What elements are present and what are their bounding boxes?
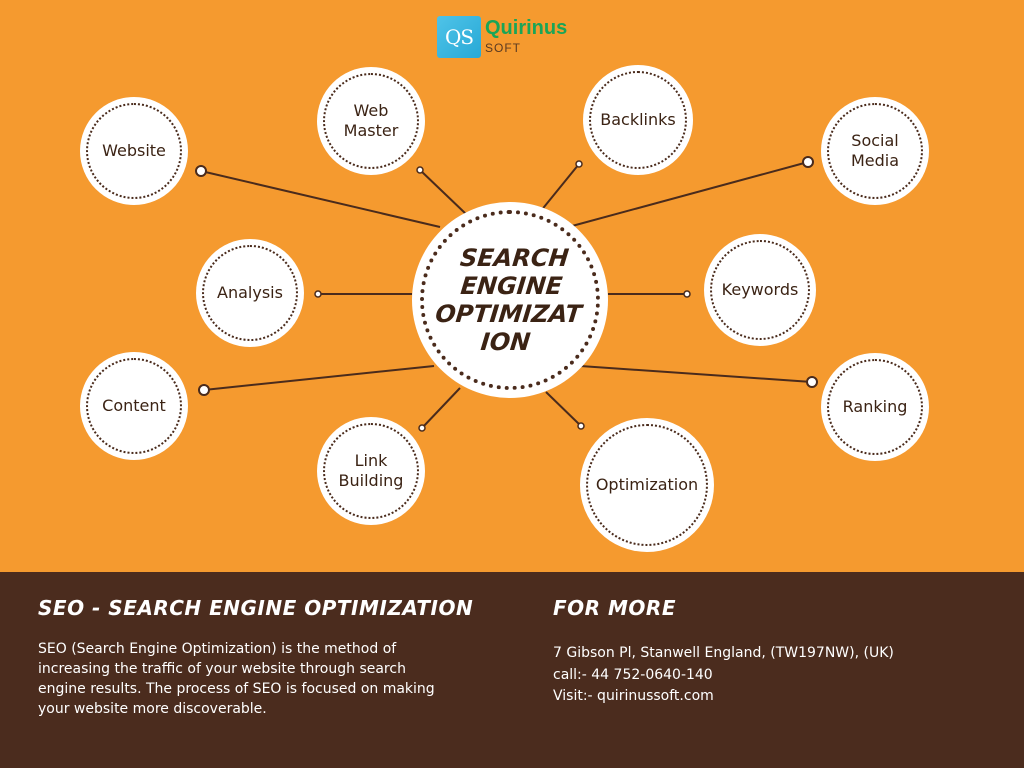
node-web-master-label: Web Master — [343, 101, 399, 140]
logo-name: Quirinus — [485, 17, 568, 39]
node-website-label: Website — [102, 141, 166, 160]
node-optimization: Optimization — [580, 418, 714, 552]
center-hub-label: SEARCH ENGINE OPTIMIZAT ION — [433, 244, 584, 356]
footer-seo-description: SEO (Search Engine Optimization) is the … — [38, 641, 435, 717]
connector-link-building — [421, 387, 461, 429]
diagram-area: QS Quirinus SOFT Website Web Master Back… — [80, 16, 929, 552]
footer: SEO - SEARCH ENGINE OPTIMIZATION SEO (Se… — [0, 572, 1024, 768]
footer-phone: call:- 44 752-0640-140 — [553, 667, 713, 683]
connector-content — [203, 365, 435, 391]
node-link-building: Link Building — [317, 417, 425, 525]
node-content-label: Content — [102, 396, 166, 415]
node-ranking-label: Ranking — [842, 397, 908, 416]
connector-web-master — [419, 169, 467, 215]
footer-contact-heading: FOR MORE — [553, 596, 676, 620]
connector-website — [200, 170, 441, 228]
node-analysis-label: Analysis — [217, 283, 283, 302]
node-social-media: Social Media — [821, 97, 929, 205]
center-hub: SEARCH ENGINE OPTIMIZAT ION — [412, 202, 608, 398]
logo-subtitle: SOFT — [485, 41, 521, 55]
endpoint-website — [195, 165, 207, 177]
node-analysis: Analysis — [196, 239, 304, 347]
footer-seo-heading: SEO - SEARCH ENGINE OPTIMIZATION — [38, 596, 474, 620]
footer-website-link[interactable]: Visit:- quirinussoft.com — [553, 688, 714, 704]
endpoint-social-media — [802, 156, 814, 168]
node-backlinks-label: Backlinks — [600, 110, 676, 129]
footer-address: 7 Gibson Pl, Stanwell England, (TW197NW)… — [553, 645, 894, 661]
node-web-master: Web Master — [317, 67, 425, 175]
connector-social-media — [571, 161, 809, 227]
endpoint-link-building — [418, 424, 426, 432]
node-optimization-label: Optimization — [595, 475, 699, 494]
node-keywords: Keywords — [704, 234, 816, 346]
endpoint-content — [198, 384, 210, 396]
node-link-building-label: Link Building — [338, 451, 404, 490]
node-keywords-label: Keywords — [721, 280, 799, 299]
logo-icon: QS — [437, 16, 481, 58]
endpoint-optimization — [577, 422, 585, 430]
node-social-media-label: Social Media — [850, 131, 900, 170]
node-ranking: Ranking — [821, 353, 929, 461]
endpoint-analysis — [314, 290, 322, 298]
connector-ranking — [565, 364, 813, 383]
endpoint-ranking — [806, 376, 818, 388]
connector-optimization — [545, 391, 582, 427]
node-backlinks: Backlinks — [583, 65, 693, 175]
endpoint-web-master — [416, 166, 424, 174]
connector-lines — [195, 156, 818, 432]
connector-backlinks — [539, 163, 580, 213]
endpoint-keywords — [683, 290, 691, 298]
endpoint-backlinks — [575, 160, 583, 168]
node-website: Website — [80, 97, 188, 205]
node-content: Content — [80, 352, 188, 460]
